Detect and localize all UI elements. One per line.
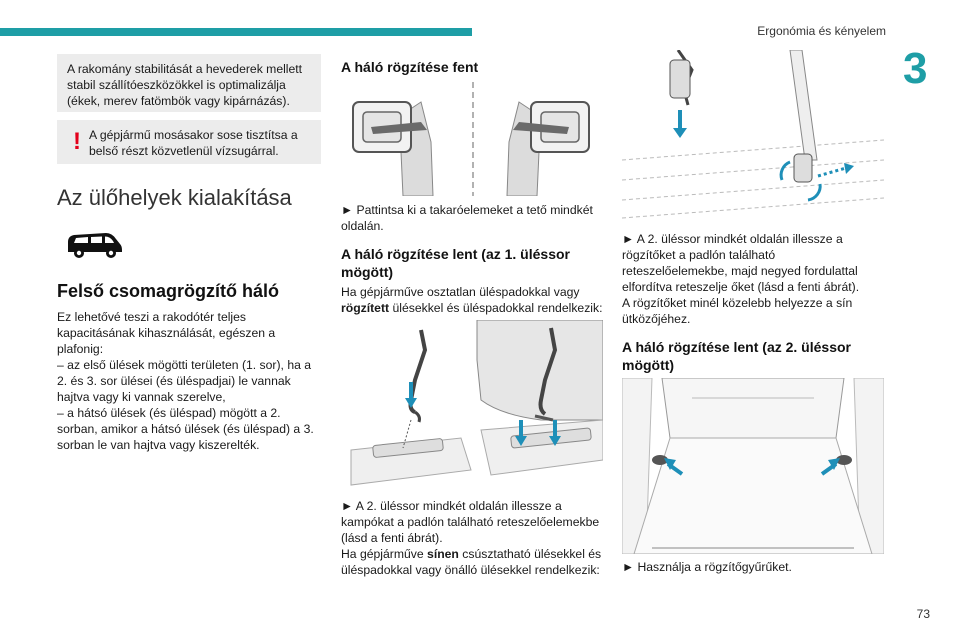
rails-text-bold: sínen	[427, 547, 459, 561]
anchors-note: A rögzítőket minél közelebb helyezze a s…	[622, 296, 853, 326]
net-text-row2: – a hátsó ülések (és üléspad) mögött a 2…	[57, 406, 314, 452]
condition-text-pre: Ha gépjárműve osztatlan üléspadokkal vag…	[341, 285, 580, 299]
chapter-number: 3	[903, 44, 928, 93]
section-heading: Az ülőhelyek kialakítása	[57, 185, 292, 210]
top-fixing-text: ► Pattintsa ki a takaróelemeket a tető m…	[341, 203, 593, 233]
heading-top-fixing: A háló rögzítése fent	[341, 59, 479, 75]
warning-box: ! A gépjármű mosásakor sose tisztítsa a …	[57, 120, 321, 164]
van-icon	[68, 233, 122, 258]
info-box: A rakomány stabilitását a hevederek mell…	[57, 54, 321, 112]
warning-box-text: A gépjármű mosásakor sose tisztítsa a be…	[89, 128, 298, 158]
heading-bottom-row2: A háló rögzítése lent (az 2. üléssor mög…	[622, 339, 851, 373]
net-text-intro: Ez lehetővé teszi a rakodótér teljes kap…	[57, 310, 276, 356]
warning-icon: !	[73, 128, 81, 155]
rails-text-post: csúsztatható ülésekkel és üléspadokkal v…	[341, 547, 602, 577]
heading-bottom-row1: A háló rögzítése lent (az 1. üléssor mög…	[341, 246, 570, 280]
bottom-row1-condition: Ha gépjárműve osztatlan üléspadokkal vag…	[341, 284, 603, 316]
net-heading: Felső csomagrögzítő háló	[57, 281, 280, 301]
hook-fixing-figure	[341, 320, 603, 488]
condition-text-post: ülésekkel és üléspadokkal rendelkezik:	[389, 301, 603, 315]
net-text-row1: – az első ülések mögötti területen (1. s…	[57, 358, 312, 404]
rings-instruction: ► Használja a rögzítőgyűrűket.	[622, 560, 792, 574]
header-rule	[0, 28, 472, 36]
page-number: 73	[916, 607, 930, 621]
rails-condition: Ha gépjárműve sínen csúsztatható ülésekk…	[341, 546, 603, 578]
roof-fixing-figure	[341, 82, 601, 196]
info-box-text: A rakomány stabilitását a hevederek mell…	[67, 62, 303, 108]
ring-fixing-figure	[622, 378, 884, 554]
anchor-fixing-figure	[622, 50, 884, 222]
section-title: Ergonómia és kényelem	[757, 24, 886, 38]
hooks-instruction: ► A 2. üléssor mindkét oldalán illessze …	[341, 499, 600, 545]
condition-text-bold: rögzített	[341, 301, 390, 315]
anchors-instruction: ► A 2. üléssor mindkét oldalán illessze …	[622, 232, 860, 294]
rails-text-pre: Ha gépjárműve	[341, 547, 428, 561]
